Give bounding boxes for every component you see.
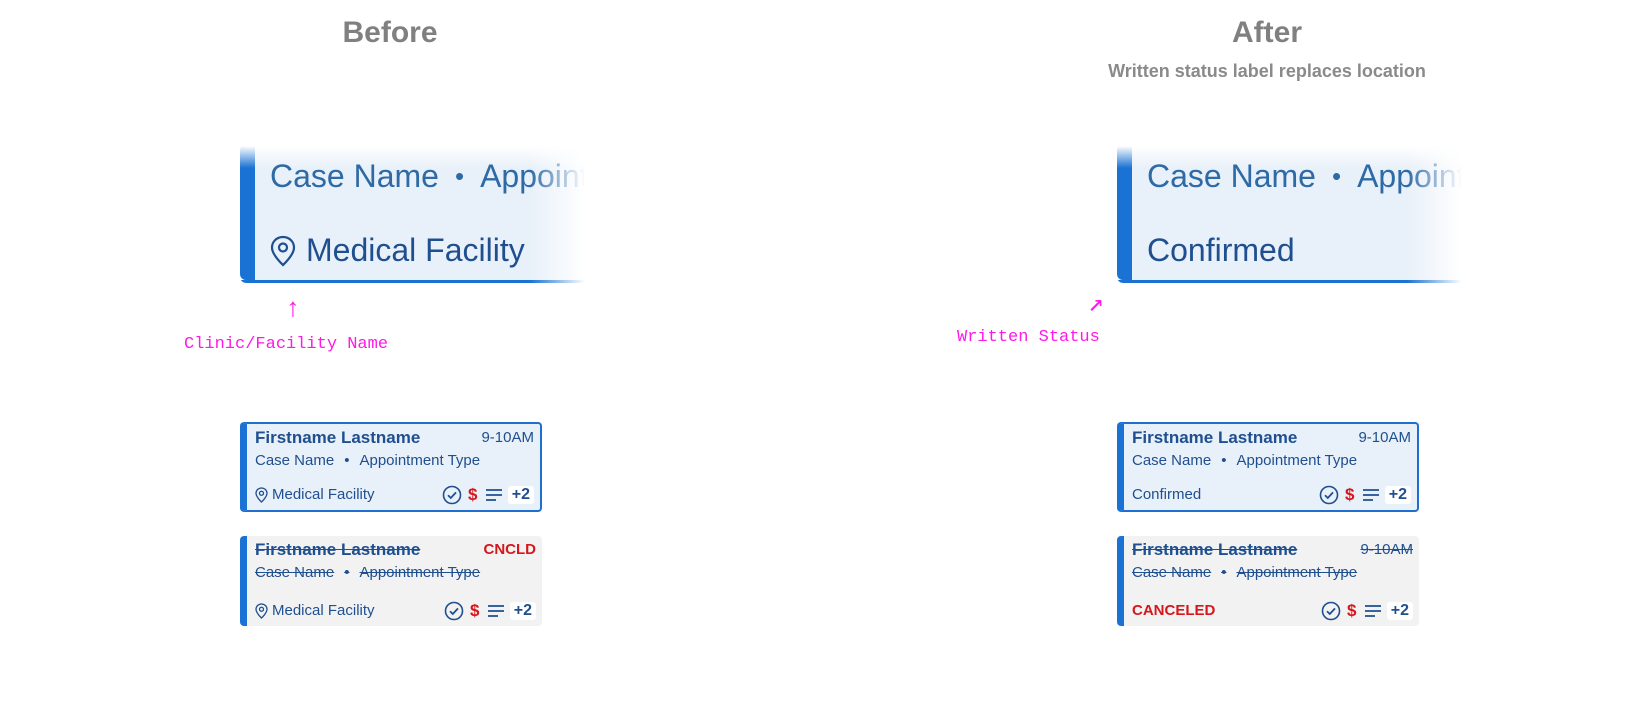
- case-name: Case Name: [255, 452, 335, 469]
- appointment-card[interactable]: Firstname Lastname 9-10AM Case Name • Appo…: [1117, 422, 1419, 512]
- patient-name: Firstname Lastname: [1132, 540, 1298, 559]
- location-pin-icon: [255, 602, 268, 619]
- after-zoomed-card: Case Name • Appointment Type Confirmed: [1117, 146, 1467, 283]
- case-name: Case Name: [255, 564, 335, 581]
- appointment-time: 9-10AM: [481, 429, 534, 446]
- dollar-icon[interactable]: $: [470, 601, 480, 620]
- case-name: Case Name: [270, 158, 439, 194]
- notes-icon[interactable]: [1363, 601, 1383, 621]
- case-name: Case Name: [1147, 158, 1316, 194]
- appointment-card-canceled[interactable]: Firstname Lastname CNCLD Case Name • Appoi…: [240, 536, 542, 626]
- separator-dot: •: [454, 161, 465, 191]
- appointment-card-canceled[interactable]: Firstname Lastname 9-10AM Case Name • Appo…: [1117, 536, 1419, 626]
- before-zoomed-card: Case Name • Appointment Type Medical Facil…: [240, 146, 590, 283]
- appointment-type: Appointment Type: [1236, 564, 1358, 581]
- before-annotation-label: Clinic/Facility Name: [184, 335, 389, 354]
- more-badge[interactable]: +2: [507, 486, 534, 504]
- location-label: Medical Facility: [272, 602, 375, 619]
- separator-dot: •: [1221, 452, 1227, 469]
- more-badge[interactable]: +2: [1386, 602, 1413, 620]
- appointment-type: Appointment Type: [1357, 158, 1467, 194]
- case-line: Case Name • Appointment Type: [1132, 564, 1357, 581]
- notes-icon[interactable]: [486, 601, 506, 621]
- more-badge[interactable]: +2: [1384, 486, 1411, 504]
- before-annotation-arrow: ↑: [285, 294, 301, 324]
- after-subheading: Written status label replaces location: [1108, 61, 1426, 81]
- status-label: Confirmed: [1147, 232, 1295, 268]
- status-label: Confirmed: [1132, 486, 1202, 503]
- case-line: Case Name • Appointment Type: [255, 564, 480, 581]
- separator-dot: •: [1331, 161, 1342, 191]
- separator-dot: •: [344, 564, 350, 581]
- case-name: Case Name: [1132, 564, 1212, 581]
- patient-name: Firstname Lastname: [255, 540, 421, 559]
- notes-icon[interactable]: [1361, 485, 1381, 505]
- status-icons: $ +2: [442, 485, 534, 505]
- status-label: CANCELED: [1132, 602, 1216, 619]
- location-pin-icon: [270, 235, 296, 266]
- after-annotation-arrow: ↗: [1088, 289, 1104, 319]
- appointment-type: Appointment Type: [1236, 452, 1358, 469]
- status-icons: $ +2: [1321, 601, 1413, 621]
- check-circle-icon[interactable]: [1321, 601, 1341, 621]
- case-line: Case Name • Appointment Type: [1132, 452, 1357, 469]
- dollar-icon[interactable]: $: [1347, 601, 1357, 620]
- patient-name: Firstname Lastname: [255, 428, 421, 447]
- after-heading: After: [1231, 16, 1302, 49]
- separator-dot: •: [1221, 564, 1227, 581]
- notes-icon[interactable]: [484, 485, 504, 505]
- case-name: Case Name: [1132, 452, 1212, 469]
- appointment-time: 9-10AM: [1358, 429, 1411, 446]
- appointment-time: 9-10AM: [1360, 541, 1413, 558]
- zoom-location-line: Medical Facility: [270, 232, 525, 269]
- dollar-icon[interactable]: $: [1345, 485, 1355, 504]
- zoom-case-line: Case Name • Appointment Type: [270, 158, 590, 195]
- before-heading: Before: [342, 16, 438, 49]
- status-icons: $ +2: [1319, 485, 1411, 505]
- case-line: Case Name • Appointment Type: [255, 452, 480, 469]
- check-circle-icon[interactable]: [442, 485, 462, 505]
- location-line: Medical Facility: [255, 602, 375, 619]
- canceled-badge: CNCLD: [483, 541, 537, 558]
- zoom-status-line: Confirmed: [1147, 232, 1295, 269]
- location-label: Medical Facility: [306, 232, 525, 268]
- dollar-icon[interactable]: $: [468, 485, 478, 504]
- check-circle-icon[interactable]: [1319, 485, 1339, 505]
- check-circle-icon[interactable]: [444, 601, 464, 621]
- zoom-case-line: Case Name • Appointment Type: [1147, 158, 1467, 195]
- after-annotation-label: Written Status: [957, 328, 1100, 347]
- status-icons: $ +2: [444, 601, 536, 621]
- patient-name: Firstname Lastname: [1132, 428, 1298, 447]
- appointment-type: Appointment Type: [480, 158, 590, 194]
- appointment-type: Appointment Type: [359, 564, 481, 581]
- location-label: Medical Facility: [272, 486, 375, 503]
- appointment-card[interactable]: Firstname Lastname 9-10AM Case Name • Appo…: [240, 422, 542, 512]
- location-line: Medical Facility: [255, 486, 375, 503]
- location-pin-icon: [255, 486, 268, 503]
- appointment-type: Appointment Type: [359, 452, 481, 469]
- more-badge[interactable]: +2: [509, 602, 536, 620]
- separator-dot: •: [344, 452, 350, 469]
